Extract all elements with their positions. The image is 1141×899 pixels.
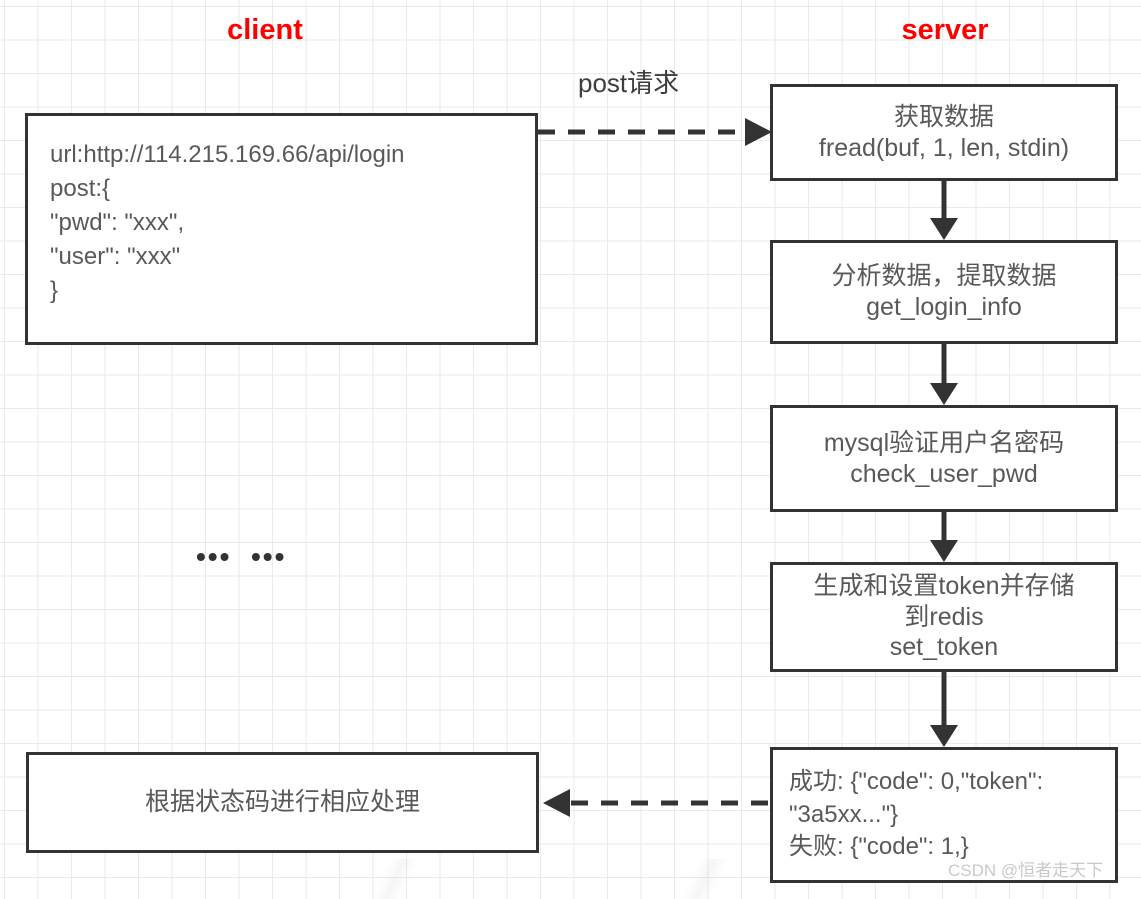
flow-arrow-3-4 (930, 512, 958, 562)
server-step-5-line-2: "3a5xx..."} (789, 800, 899, 828)
client-request-line-1: url:http://114.215.169.66/api/login (50, 141, 405, 168)
server-step-5-line-1: 成功: {"code": 0,"token": (789, 768, 1044, 796)
server-step-4-line-2: 到redis (904, 602, 984, 631)
server-step-5-box: 成功: {"code": 0,"token": "3a5xx..."} 失败: … (770, 747, 1118, 883)
server-step-3-line-1: mysql验证用户名密码 (823, 428, 1065, 457)
server-section-title: server (901, 14, 989, 46)
client-request-line-4: "user": "xxx" (50, 243, 181, 271)
server-step-2-line-2: get_login_info (866, 293, 1022, 321)
server-step-4-line-3: set_token (889, 633, 999, 662)
flow-arrow-4-5 (930, 672, 958, 747)
server-step-4-line-1: 生成和设置token并存储 (813, 571, 1075, 600)
client-request-box: url:http://114.215.169.66/api/login post… (25, 113, 538, 345)
client-request-line-5: } (50, 277, 59, 305)
watermark-smudge (640, 859, 770, 899)
flow-arrow-2-3 (930, 344, 958, 405)
client-request-line-3: "pwd": "xxx", (50, 209, 185, 237)
client-result-line-1: 根据状态码进行相应处理 (144, 788, 420, 817)
client-request-line-2: post:{ (50, 175, 111, 203)
server-step-1-line-1: 获取数据 (893, 102, 994, 131)
watermark-text: CSDN @恒者走天下 (948, 861, 1104, 880)
client-result-box: 根据状态码进行相应处理 (26, 752, 539, 853)
request-arrow (538, 118, 772, 146)
response-arrow (543, 789, 768, 817)
server-step-3-line-2: check_user_pwd (850, 459, 1038, 488)
ellipsis-marker: ••• ••• (196, 541, 287, 572)
server-step-2-box: 分析数据，提取数据 get_login_info (770, 240, 1118, 344)
server-step-5-line-3: 失败: {"code": 1,} (789, 833, 969, 861)
server-step-4-box: 生成和设置token并存储 到redis set_token (770, 562, 1118, 672)
server-step-2-line-1: 分析数据，提取数据 (831, 262, 1057, 291)
server-step-1-box: 获取数据 fread(buf, 1, len, stdin) (770, 84, 1118, 181)
post-request-label: post请求 (578, 68, 680, 98)
server-step-3-box: mysql验证用户名密码 check_user_pwd (770, 405, 1118, 512)
watermark-smudge (330, 859, 460, 899)
server-step-1-line-2: fread(buf, 1, len, stdin) (818, 133, 1070, 162)
client-section-title: client (227, 14, 303, 46)
flow-arrow-1-2 (930, 181, 958, 240)
